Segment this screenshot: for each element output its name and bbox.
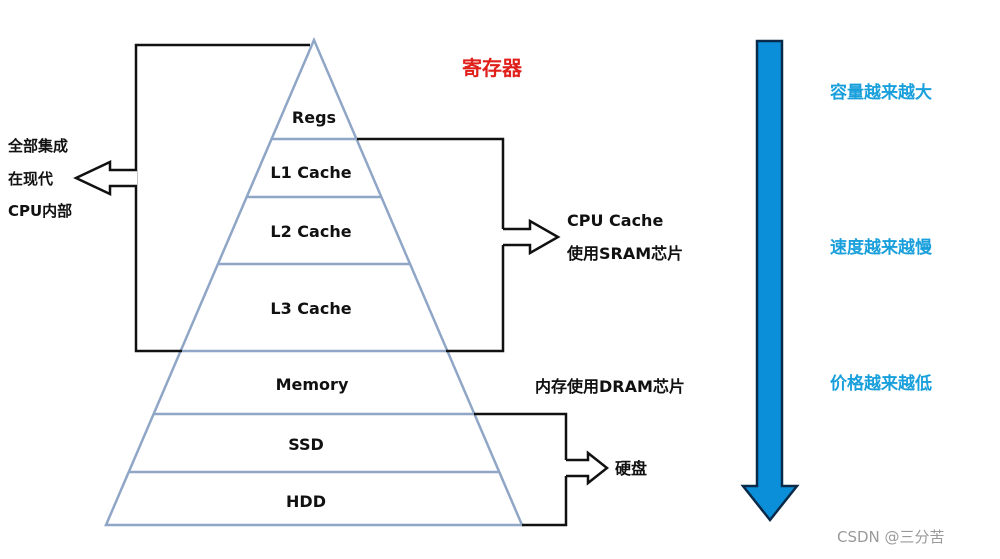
left-note: 全部集成 在现代 CPU内部 [7, 137, 72, 220]
trend-speed: 速度越来越慢 [830, 237, 933, 258]
diagram-title: 寄存器 [462, 56, 523, 80]
cpu-cache-note: CPU Cache 使用SRAM芯片 [566, 211, 683, 263]
cpu-cache-note-line-2: 使用SRAM芯片 [566, 244, 683, 263]
left-note-line-2: 在现代 [8, 170, 53, 188]
pyramid-labels: Regs L1 Cache L2 Cache L3 Cache Memory S… [270, 108, 351, 511]
level-label-hdd: HDD [286, 492, 326, 511]
pyramid [104, 36, 524, 527]
level-label-l3: L3 Cache [270, 299, 351, 318]
arrow-right-icon [503, 218, 561, 256]
disk-bracket [474, 412, 568, 527]
level-label-l1: L1 Cache [270, 163, 351, 182]
left-note-line-1: 全部集成 [7, 137, 68, 155]
disk-note: 硬盘 [615, 459, 647, 478]
arrow-left-icon [73, 160, 137, 196]
disk-bracket-line [474, 412, 568, 460]
level-label-ssd: SSD [288, 435, 324, 454]
left-bracket [134, 43, 310, 353]
cpu-cache-bracket [357, 137, 505, 353]
pyramid-outline [104, 36, 524, 527]
cpu-cache-bracket-line [357, 137, 505, 229]
cpu-cache-note-line-1: CPU Cache [567, 211, 663, 230]
trend-capacity: 容量越来越大 [830, 82, 932, 103]
level-label-l2: L2 Cache [270, 222, 351, 241]
level-label-regs: Regs [292, 108, 336, 127]
arrow-down-icon [740, 39, 800, 523]
left-bracket-line [134, 43, 310, 353]
arrow-right-icon-disk [566, 450, 610, 486]
level-label-memory: Memory [276, 375, 349, 394]
trend-labels: 容量越来越大 速度越来越慢 价格越来越低 [830, 82, 933, 394]
memory-note: 内存使用DRAM芯片 [535, 377, 685, 396]
disk-bracket-line-lower [522, 476, 568, 527]
left-note-line-3: CPU内部 [8, 202, 72, 220]
trend-price: 价格越来越低 [830, 373, 932, 394]
cpu-cache-bracket-line-lower [446, 245, 505, 353]
watermark: CSDN @三分苦 [837, 528, 945, 546]
